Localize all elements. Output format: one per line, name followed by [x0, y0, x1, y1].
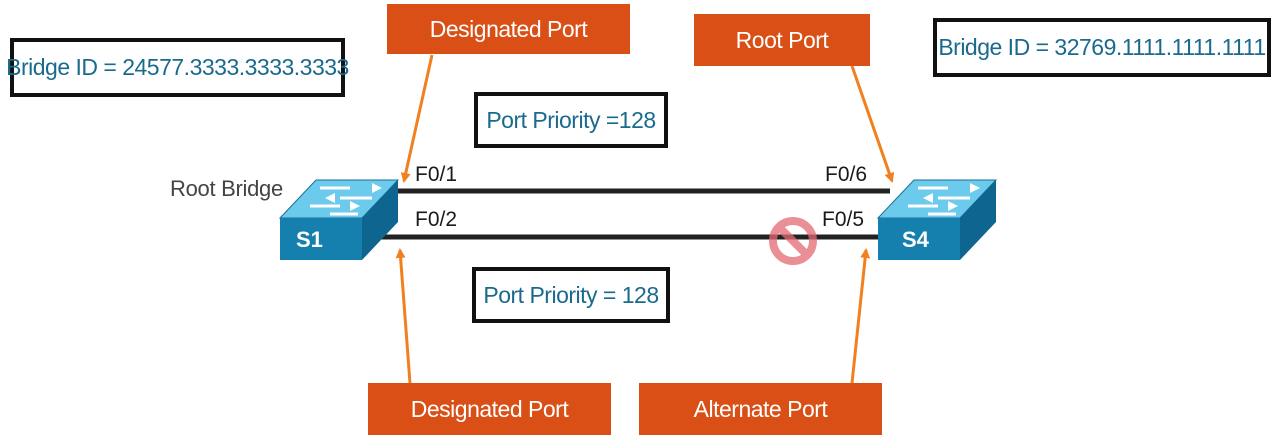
port-label-s4-f05: F0/5 — [822, 208, 864, 231]
label-designated-port-top: Designated Port — [387, 4, 630, 54]
port-priority-top: Port Priority =128 — [474, 92, 668, 148]
bridge-id-s4: Bridge ID = 32769.1111.1111.1111 — [933, 18, 1271, 77]
label-alternate-port: Alternate Port — [639, 383, 882, 435]
arrow-s4-root-port — [850, 65, 895, 183]
port-label-s1-f02: F0/2 — [415, 208, 457, 231]
port-label-s1-f01: F0/1 — [415, 163, 457, 186]
port-priority-bottom: Port Priority = 128 — [472, 267, 670, 323]
bridge-id-s1: Bridge ID = 24577.3333.3333.3333 — [6, 38, 349, 97]
switch-s1-name: S1 — [296, 227, 323, 252]
arrow-s1-designated-top — [400, 54, 434, 183]
root-bridge-label: Root Bridge — [170, 176, 283, 201]
blocked-port-icon — [769, 217, 817, 265]
label-designated-port-bottom: Designated Port — [368, 383, 611, 435]
label-root-port: Root Port — [694, 14, 870, 66]
switch-s1: S1 — [278, 179, 400, 260]
switch-s4-name: S4 — [902, 227, 930, 252]
port-label-s4-f06: F0/6 — [825, 163, 867, 186]
arrow-s4-alternate-port — [850, 248, 871, 384]
arrow-s1-designated-bottom — [395, 248, 412, 384]
switch-s4: S4 — [876, 179, 998, 260]
